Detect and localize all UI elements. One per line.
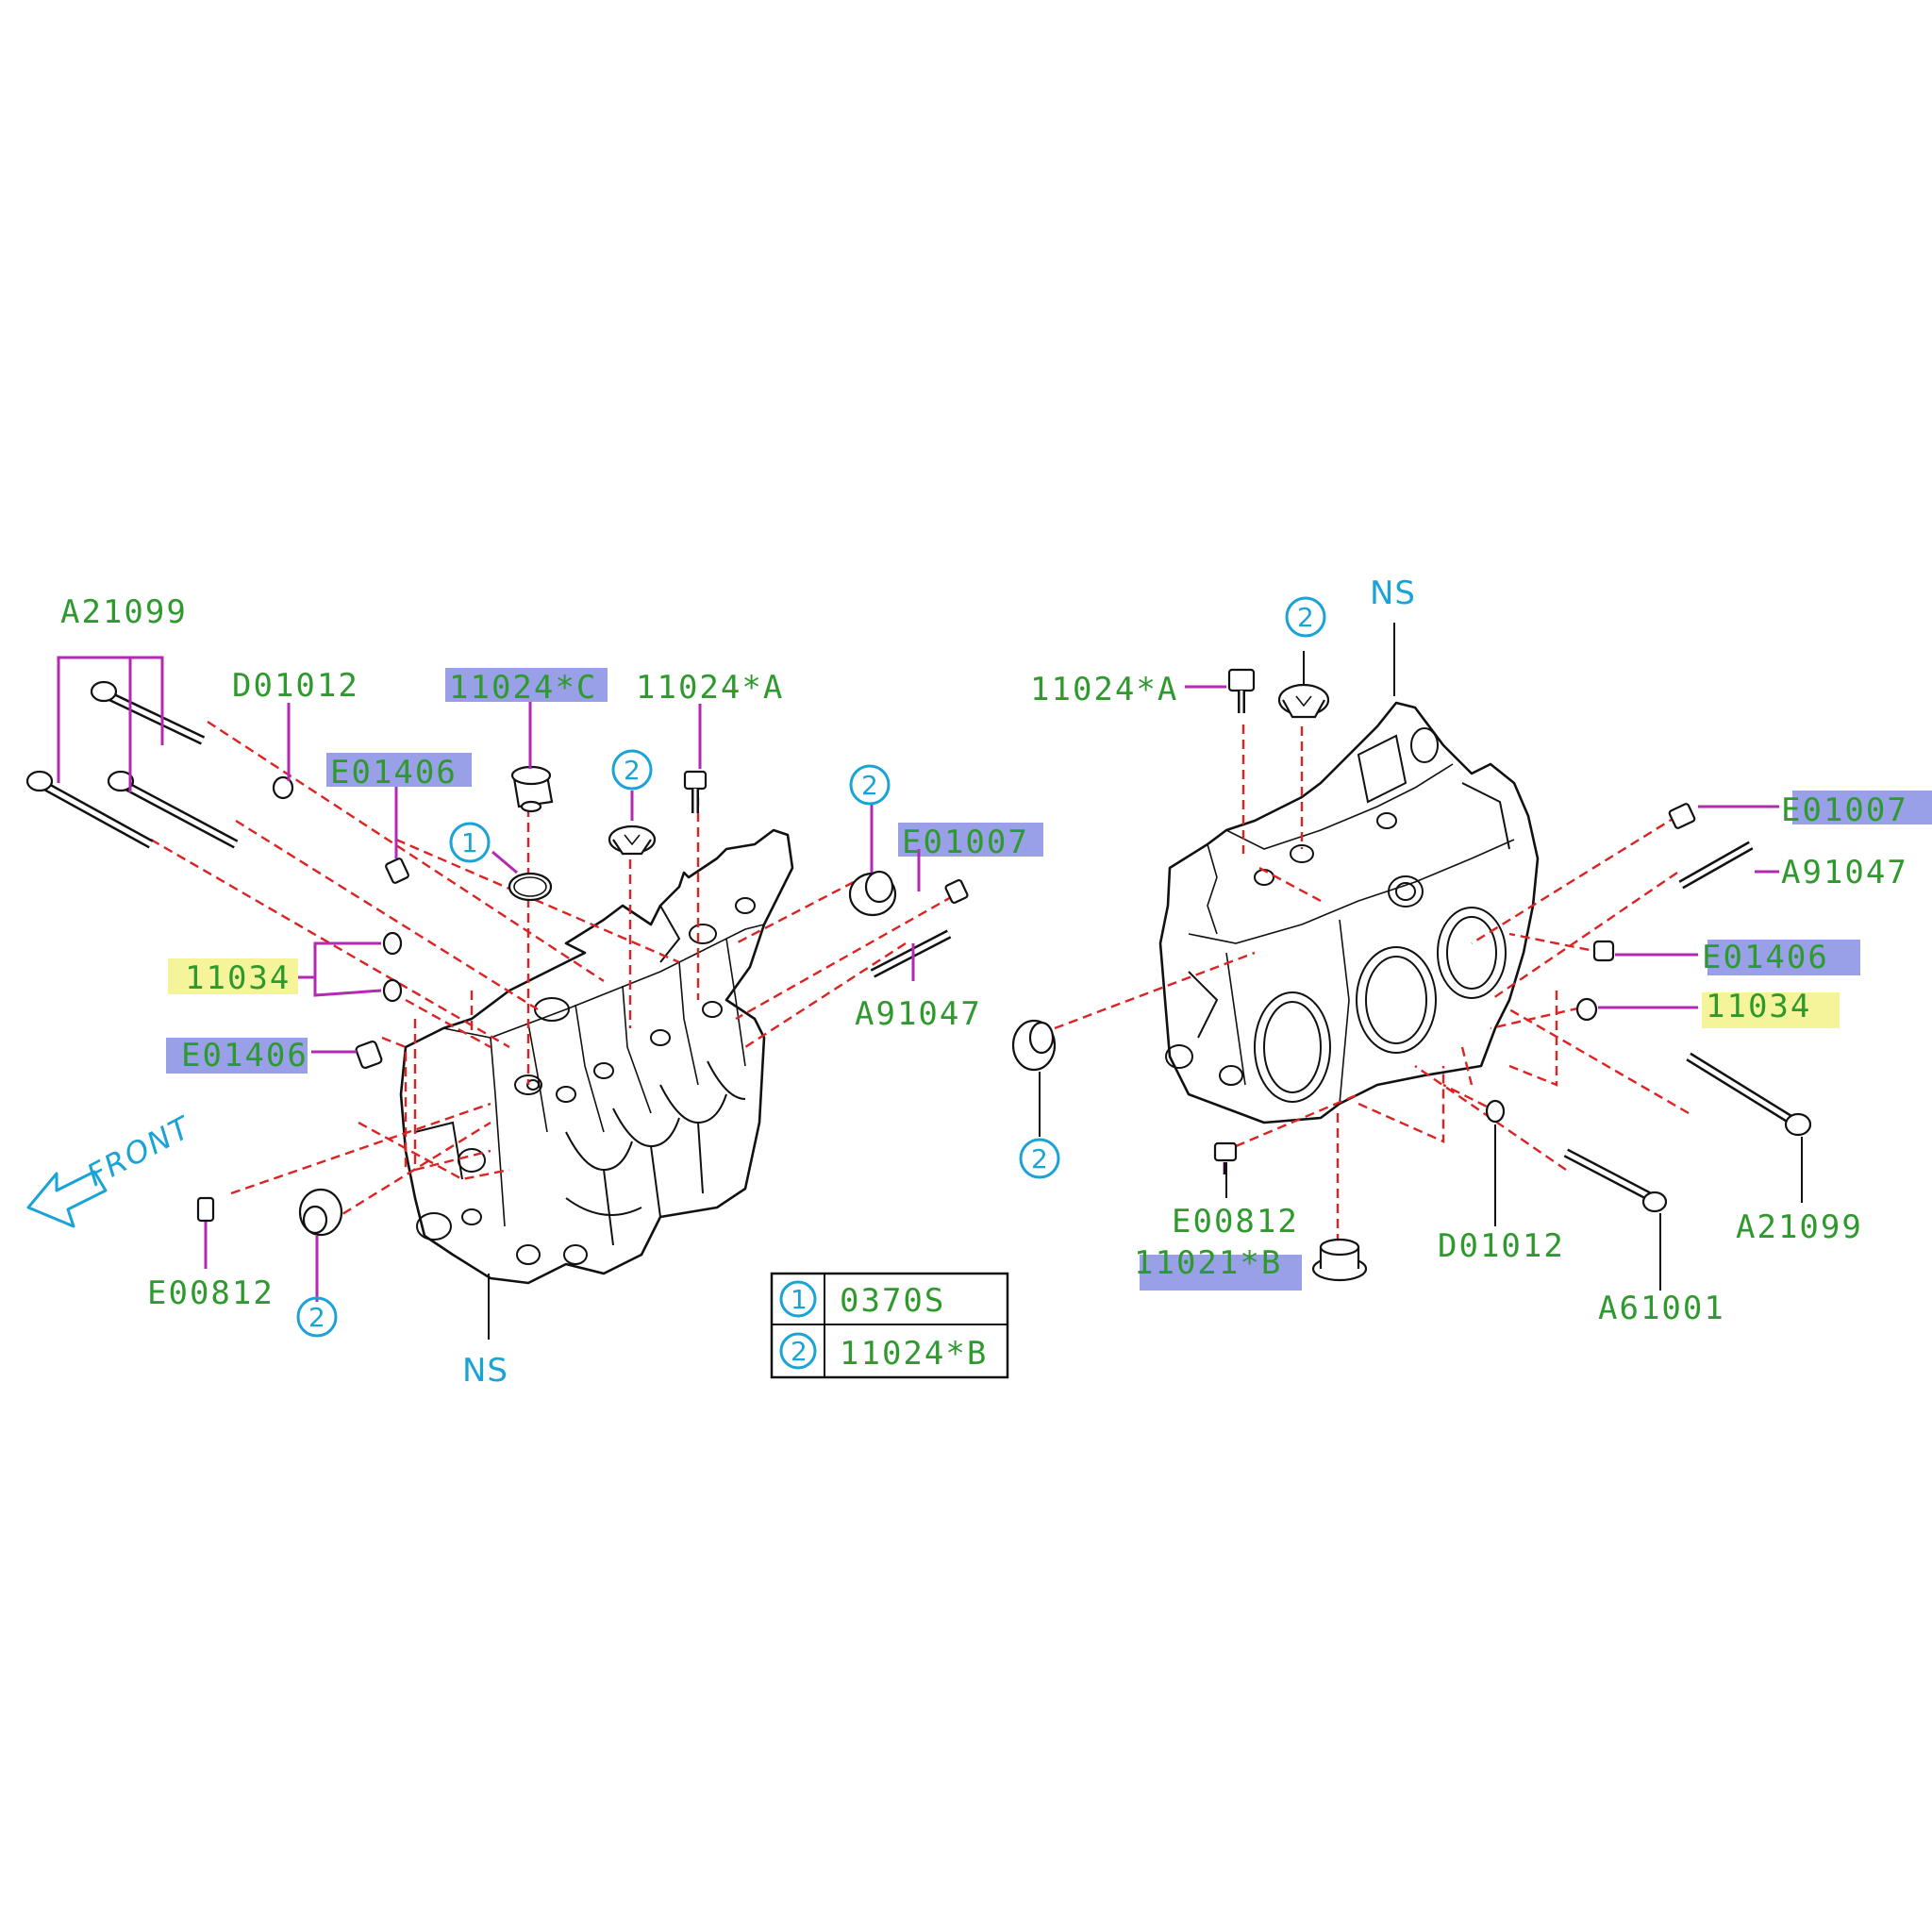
label-e01406-right: E01406 — [1702, 939, 1829, 976]
part-11024a-plug-right — [1227, 668, 1256, 713]
left-dashed-lines — [150, 720, 954, 1224]
part-e00812-left — [196, 1196, 215, 1223]
part-e01406-side — [355, 1040, 383, 1070]
part-11024b-cap-top-right — [1277, 683, 1330, 719]
highlight-e01007-left — [898, 823, 1043, 857]
label-11034-right: 11034 — [1706, 988, 1811, 1025]
front-label: FRONT — [81, 1108, 198, 1193]
part-a91047-right — [1678, 841, 1754, 890]
callout-2-left-top — [611, 749, 653, 791]
label-a21099-left: A21099 — [60, 593, 188, 631]
right-labels: NS 11024*A E01007 A91047 E01406 11034 A2… — [1030, 575, 1908, 1327]
highlight-e01406-side-left — [166, 1038, 308, 1074]
part-a91047-left — [870, 929, 952, 978]
left-leader-lines — [57, 656, 921, 1340]
label-a91047-right: A91047 — [1781, 854, 1908, 891]
legend-row-2-num: 2 — [791, 1336, 808, 1367]
callout-2-right-left-num: 2 — [1031, 1143, 1048, 1174]
part-e01406-right — [1592, 940, 1615, 962]
part-e01007-right — [1668, 803, 1696, 829]
left-engine-block — [399, 828, 794, 1285]
highlight-e01406-top-left — [326, 753, 472, 787]
part-d01012-right — [1485, 1099, 1506, 1124]
callout-2-right-top — [1285, 596, 1326, 638]
part-11021b-right — [1311, 1238, 1368, 1282]
highlight-11021b-right — [1140, 1255, 1302, 1291]
highlight-11034-left — [168, 958, 298, 994]
right-parts — [1011, 668, 1812, 1282]
part-11024b-plug-left-right — [1011, 1019, 1057, 1072]
part-11034-right — [1575, 997, 1598, 1022]
label-e00812-left: E00812 — [147, 1274, 275, 1312]
callout-2-right-left — [1019, 1138, 1060, 1179]
label-11034-left: 11034 — [185, 959, 291, 997]
part-11034-b — [382, 978, 403, 1003]
part-a61001-right — [1563, 1148, 1668, 1213]
callout-2-left-bottom — [296, 1296, 338, 1338]
highlight-11024c-left — [445, 668, 608, 702]
label-ns-right: NS — [1370, 575, 1416, 612]
part-11024b-cap-top — [608, 824, 657, 856]
part-e00812-right — [1213, 1141, 1238, 1162]
right-dashed-lines — [1054, 724, 1690, 1255]
part-d01012 — [272, 775, 294, 800]
callout-1-left — [449, 822, 491, 863]
label-e01007-left: E01007 — [902, 824, 1029, 861]
label-d01012-left: D01012 — [232, 667, 359, 705]
callout-2-left-top-num: 2 — [624, 755, 641, 786]
label-11024a-right: 11024*A — [1030, 671, 1178, 708]
front-arrow: FRONT — [26, 1108, 198, 1228]
label-e00812-right: E00812 — [1172, 1203, 1299, 1241]
label-11024c-left: 11024*C — [449, 669, 597, 707]
highlight-e01007-right — [1792, 791, 1932, 824]
callout-1-left-num: 1 — [461, 827, 478, 858]
bolt-a21099-1 — [90, 680, 206, 745]
part-11024c-plug — [510, 765, 554, 813]
part-11024a-plug — [683, 770, 708, 813]
right-callouts: 2 2 — [1019, 596, 1326, 1179]
label-e01406-side-left: E01406 — [181, 1037, 308, 1074]
part-a21099-right — [1686, 1052, 1812, 1137]
part-11034-a — [382, 931, 403, 956]
label-a61001-right: A61001 — [1598, 1290, 1725, 1327]
label-11021b-right: 11021*B — [1134, 1244, 1282, 1282]
legend-row-1: 1 0370S — [779, 1280, 945, 1320]
label-a91047-left: A91047 — [855, 995, 982, 1033]
part-e01007-left — [944, 879, 969, 904]
bolt-a21099-2 — [25, 770, 154, 849]
left-labels: A21099 D01012 11024*C 11024*A E01406 E01… — [60, 593, 1029, 1390]
callout-2-left-right — [849, 764, 891, 806]
legend-table: 1 0370S 2 11024*B — [770, 1272, 1009, 1379]
legend-row-1-num: 1 — [791, 1284, 808, 1315]
right-leader-lines — [1039, 623, 1803, 1291]
part-e01406-top — [385, 858, 409, 884]
label-a21099-right: A21099 — [1736, 1208, 1863, 1246]
left-parts — [25, 680, 969, 1237]
callout-2-right-top-num: 2 — [1297, 602, 1314, 633]
part-11024b-cap-bottom — [298, 1188, 343, 1237]
highlight-e01406-right — [1707, 940, 1860, 975]
legend-row-2: 2 11024*B — [779, 1332, 988, 1373]
part-11024b-plug-right — [848, 870, 897, 917]
legend-row-2-part: 11024*B — [840, 1335, 988, 1373]
label-11024a-left: 11024*A — [636, 669, 784, 707]
legend-row-1-part: 0370S — [840, 1282, 945, 1320]
callout-2-left-bottom-num: 2 — [308, 1302, 325, 1333]
label-highlights — [166, 668, 1932, 1291]
right-engine-block — [1158, 701, 1540, 1124]
label-e01007-right: E01007 — [1781, 791, 1908, 829]
bolt-a21099-3 — [107, 770, 239, 849]
left-callouts: 1 2 2 2 — [296, 749, 891, 1338]
highlight-11034-right — [1702, 992, 1840, 1028]
label-ns-left: NS — [462, 1352, 508, 1390]
label-d01012-right: D01012 — [1438, 1227, 1565, 1265]
label-e01406-top-left: E01406 — [330, 754, 458, 791]
callout-2-left-right-num: 2 — [861, 770, 878, 801]
